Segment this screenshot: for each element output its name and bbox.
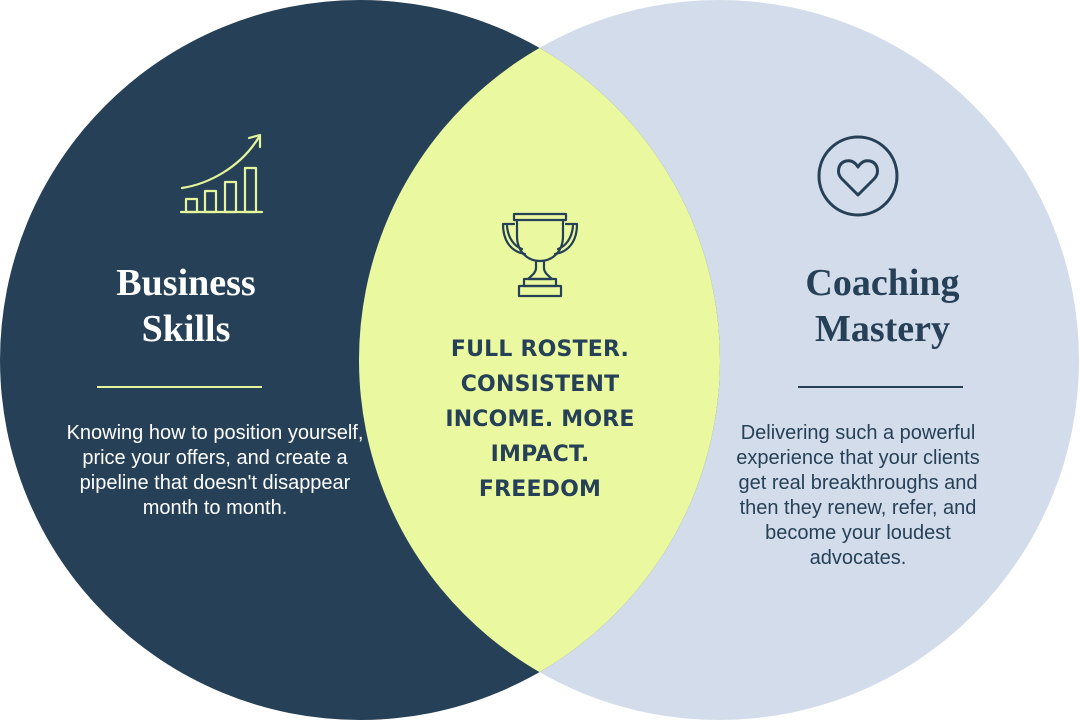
right-divider <box>798 386 963 388</box>
left-divider <box>97 386 262 388</box>
coaching-mastery-title-line1: Coaching <box>805 262 960 304</box>
business-skills-description: Knowing how to position yourself, price … <box>66 422 364 519</box>
trophy-icon <box>501 212 579 298</box>
coaching-mastery-title-line2: Mastery <box>814 308 951 350</box>
center-headline: FULL ROSTER. CONSISTENT INCOME. MORE IMP… <box>445 337 635 502</box>
business-skills-title-line2: Skills <box>141 308 231 350</box>
business-skills-title: Business Skills <box>86 260 286 352</box>
growth-chart-icon <box>179 133 264 214</box>
overlap-region <box>359 0 720 720</box>
heart-circle-icon <box>817 135 899 217</box>
business-skills-title-line1: Business <box>116 262 256 304</box>
coaching-mastery-description: Delivering such a powerful experience th… <box>736 422 980 569</box>
coaching-mastery-title: Coaching Mastery <box>770 260 995 352</box>
